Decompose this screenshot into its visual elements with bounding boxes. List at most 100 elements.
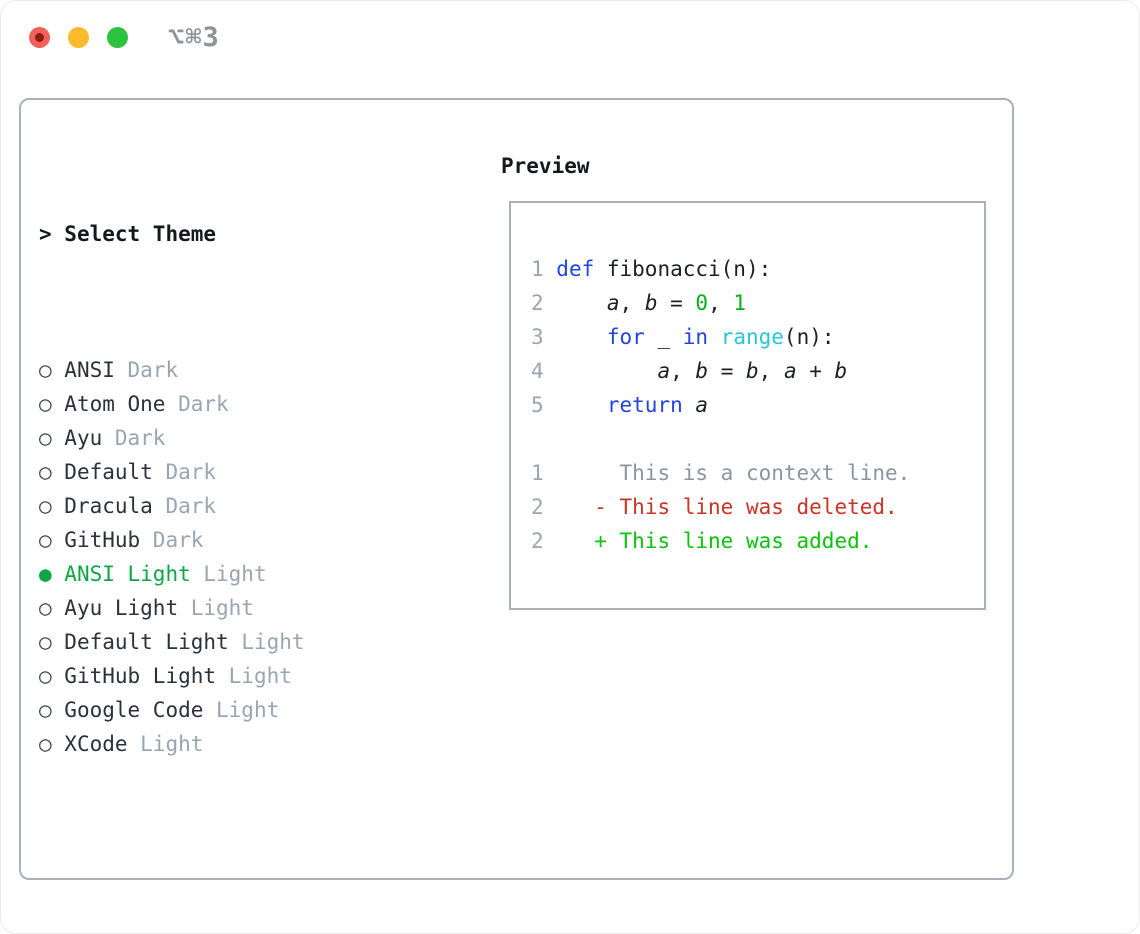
theme-name: Ayu (64, 426, 103, 450)
code-line: 5 return a (531, 388, 976, 422)
theme-variant: Dark (178, 392, 229, 416)
radio-icon: ○ (39, 358, 65, 382)
code-segment: 5 (531, 393, 557, 417)
maximize-button[interactable] (107, 27, 128, 48)
code-segment: for (606, 325, 645, 349)
code-segment: (n): (783, 325, 835, 349)
code-segment: 1 (531, 461, 544, 485)
theme-variant: Dark (152, 528, 204, 552)
close-dot-icon (35, 33, 44, 42)
code-segment: = (708, 359, 746, 383)
code-line: 2 + This line was added. (531, 524, 976, 558)
code-segment: 4 (531, 359, 557, 383)
theme-item-github-light[interactable]: ○ GitHub Light Light (39, 659, 393, 693)
radio-icon: ○ (39, 494, 65, 518)
code-segment: This is a context line. (619, 461, 911, 485)
code-segment (683, 393, 696, 417)
theme-variant: Light (241, 630, 305, 654)
theme-variant: Light (190, 596, 254, 620)
theme-variant: Light (140, 732, 204, 756)
code-segment: , (708, 291, 734, 315)
theme-item-dracula[interactable]: ○ Dracula Dark (39, 489, 393, 523)
radio-icon: ○ (39, 596, 65, 620)
minimize-button[interactable] (68, 27, 89, 48)
theme-name: XCode (64, 732, 128, 756)
titlebar: ⌥⌘3 (1, 1, 1139, 73)
theme-item-atom-one[interactable]: ○ Atom One Dark (39, 387, 393, 421)
code-segment: a (783, 359, 797, 383)
code-segment: 1 (733, 291, 747, 315)
radio-icon: ○ (39, 460, 65, 484)
code-segment: a (695, 393, 709, 417)
code-segment: , (758, 359, 784, 383)
spacer (39, 863, 393, 897)
code-segment (556, 359, 657, 383)
code-segment: 2 (531, 291, 557, 315)
window-shortcut-label: ⌥⌘3 (168, 22, 220, 53)
code-segment: _ (644, 325, 683, 349)
code-segment: + This line was added. (594, 529, 873, 553)
radio-icon: ○ (39, 630, 65, 654)
theme-name: Dracula (64, 494, 153, 518)
code-segment: fibonacci(n): (594, 257, 772, 281)
code-segment (544, 495, 595, 519)
theme-item-xcode[interactable]: ○ XCode Light (39, 727, 393, 761)
code-line: 3 for _ in range(n): (531, 320, 976, 354)
radio-selected-icon: ● (39, 562, 65, 586)
select-theme-header: > Select Theme (39, 217, 393, 251)
theme-name: ANSI Light (64, 562, 191, 586)
code-segment: 3 (531, 325, 557, 349)
theme-variant: Light (228, 664, 292, 688)
theme-name: GitHub Light (64, 664, 217, 688)
code-line (531, 422, 976, 456)
preview-title: Preview (501, 154, 590, 178)
radio-icon: ○ (39, 732, 65, 756)
radio-icon: ○ (39, 698, 65, 722)
code-segment: in (682, 325, 709, 349)
theme-variant: Dark (165, 460, 217, 484)
theme-item-ansi[interactable]: ○ ANSI Dark (39, 353, 393, 387)
close-button[interactable] (29, 27, 50, 48)
theme-name: Atom One (64, 392, 166, 416)
theme-name: ANSI (64, 358, 115, 382)
code-segment: return (606, 393, 683, 417)
theme-variant: Light (216, 698, 280, 722)
code-line: 2 a, b = 0, 1 (531, 286, 976, 320)
code-segment: b (644, 291, 658, 315)
code-segment: range (720, 325, 784, 349)
code-segment: def (556, 257, 595, 281)
code-segment: a (657, 359, 671, 383)
code-segment: 0 (695, 291, 709, 315)
code-segment (544, 529, 595, 553)
code-line: 2 - This line was deleted. (531, 490, 976, 524)
radio-icon: ○ (39, 392, 65, 416)
code-segment: 2 (531, 529, 544, 553)
theme-name: Default (64, 460, 153, 484)
theme-name: Google Code (64, 698, 204, 722)
theme-item-google-code[interactable]: ○ Google Code Light (39, 693, 393, 727)
theme-variant: Dark (114, 426, 166, 450)
theme-name: GitHub (64, 528, 141, 552)
code-segment: 1 (531, 257, 557, 281)
code-segment: , (619, 291, 645, 315)
code-segment: , (670, 359, 696, 383)
code-segment (556, 291, 607, 315)
theme-variant: Dark (127, 358, 179, 382)
radio-icon: ○ (39, 664, 65, 688)
theme-item-default[interactable]: ○ Default Dark (39, 455, 393, 489)
code-line: 4 a, b = b, a + b (531, 354, 976, 388)
theme-variant: Dark (165, 494, 217, 518)
select-theme-title: Select Theme (64, 222, 217, 246)
code-segment: 2 (531, 495, 544, 519)
code-segment (708, 325, 721, 349)
code-line: 1 def fibonacci(n): (531, 252, 976, 286)
